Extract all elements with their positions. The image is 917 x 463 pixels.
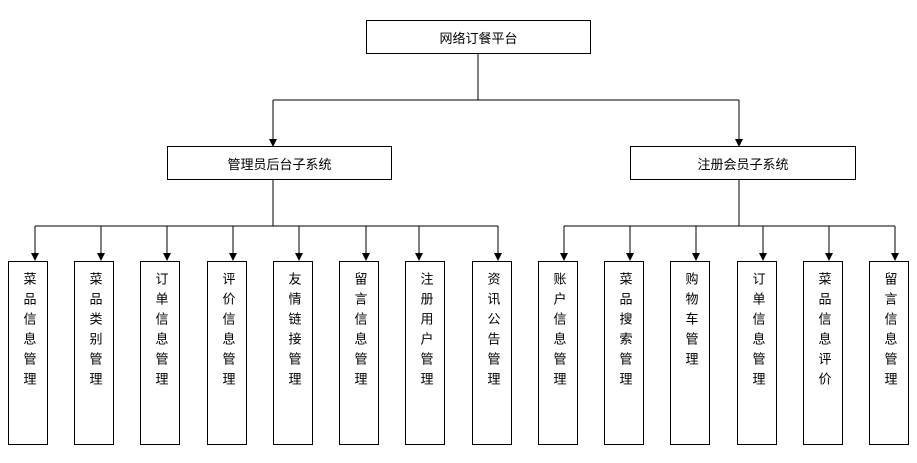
admin-module-node: 注册用户管理 <box>405 261 445 445</box>
root-node-label: 网络订餐平台 <box>439 31 518 47</box>
admin-module-label: 注册用户管理 <box>417 272 433 392</box>
member-module-label: 账户信息管理 <box>550 272 566 392</box>
admin-module-node: 订单信息管理 <box>140 261 180 445</box>
admin-module-label: 评价信息管理 <box>219 272 235 392</box>
member-module-node: 购物车管理 <box>670 261 710 445</box>
admin-module-label: 订单信息管理 <box>152 272 168 392</box>
admin-module-label: 资讯公告管理 <box>484 272 500 392</box>
admin-module-label: 菜品类别管理 <box>86 272 102 392</box>
member-subsystem-label: 注册会员子系统 <box>697 157 789 173</box>
admin-module-label: 菜品信息管理 <box>20 272 36 392</box>
member-module-label: 留言信息管理 <box>881 272 897 392</box>
member-module-node: 菜品搜索管理 <box>604 261 644 445</box>
admin-subsystem-label: 管理员后台子系统 <box>227 157 332 173</box>
admin-module-node: 资讯公告管理 <box>472 261 512 445</box>
admin-module-node: 菜品类别管理 <box>74 261 114 445</box>
root-node: 网络订餐平台 <box>366 20 591 54</box>
member-module-node: 菜品信息评价 <box>803 261 843 445</box>
member-module-label: 订单信息管理 <box>749 272 765 392</box>
admin-module-node: 评价信息管理 <box>207 261 247 445</box>
admin-module-node: 菜品信息管理 <box>8 261 48 445</box>
admin-module-label: 友情链接管理 <box>285 272 301 392</box>
admin-module-node: 留言信息管理 <box>339 261 379 445</box>
admin-module-node: 友情链接管理 <box>273 261 313 445</box>
member-module-node: 订单信息管理 <box>737 261 777 445</box>
member-module-node: 账户信息管理 <box>538 261 578 445</box>
member-module-label: 菜品搜索管理 <box>616 272 632 392</box>
member-module-label: 购物车管理 <box>682 272 698 372</box>
member-module-label: 菜品信息评价 <box>815 272 831 392</box>
member-subsystem-node: 注册会员子系统 <box>630 146 856 180</box>
admin-subsystem-node: 管理员后台子系统 <box>167 146 392 180</box>
member-module-node: 留言信息管理 <box>869 261 909 445</box>
admin-module-label: 留言信息管理 <box>351 272 367 392</box>
